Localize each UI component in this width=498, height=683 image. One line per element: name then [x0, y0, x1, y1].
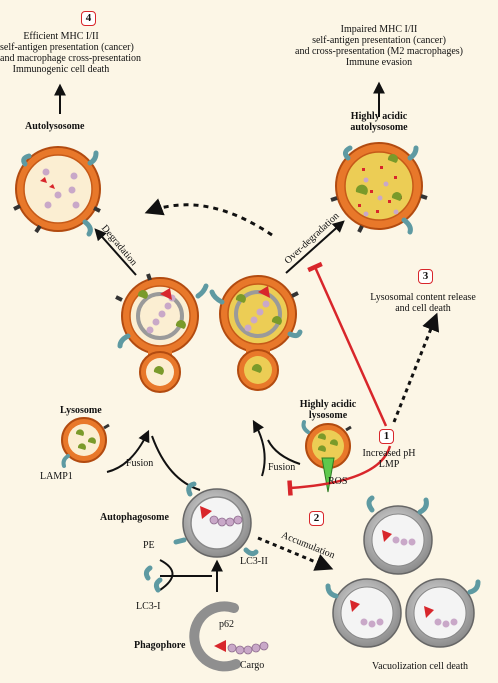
badge-2: 2 — [309, 511, 324, 526]
fusion-left-label: Fusion — [126, 458, 154, 469]
autophagosome-cell — [173, 481, 259, 558]
lc3i-molecules — [143, 565, 163, 593]
phagophore-title: Phagophore — [134, 640, 186, 651]
badge-1: 1 — [379, 429, 394, 444]
ros-label: ROS — [328, 476, 348, 487]
fusing-autolysosome-orange — [115, 273, 209, 393]
degradation-arrow — [94, 228, 137, 276]
autolysosome-title: Autolysosome — [25, 121, 85, 132]
lamp1-label: LAMP1 — [40, 471, 73, 482]
badge-4: 4 — [81, 11, 96, 26]
dashed-curve-arrow — [144, 198, 273, 237]
acidic-lysosome-cell — [301, 420, 352, 493]
lysosome-title: Lysosome — [60, 405, 102, 416]
over-degradation-arrow — [285, 220, 345, 274]
badge-3: 3 — [418, 269, 433, 284]
inhibit-fusion — [287, 445, 392, 496]
lc3-ii-label: LC3-II — [240, 556, 268, 567]
phagophore-cell — [189, 601, 269, 672]
pe-label: PE — [143, 540, 155, 551]
acidic-autolysosome-cell — [330, 142, 428, 235]
fusing-autolysosome-yellow — [209, 275, 303, 391]
accumulation-arrow — [257, 536, 334, 571]
inhibit-over-degradation — [307, 261, 388, 427]
vacuole-cluster — [325, 495, 481, 648]
release-arrow — [392, 312, 440, 423]
cargo-label: Cargo — [240, 660, 265, 671]
vacuolization-label: Vacuolization cell death — [371, 661, 469, 672]
p62-label: p62 — [219, 619, 234, 630]
lc3-i-label: LC3-I — [136, 601, 161, 612]
fusion-right-label: Fusion — [268, 462, 296, 473]
autolysosome-cell — [13, 146, 101, 237]
lysosome-cell — [61, 417, 110, 468]
autophagosome-title: Autophagosome — [100, 512, 169, 523]
